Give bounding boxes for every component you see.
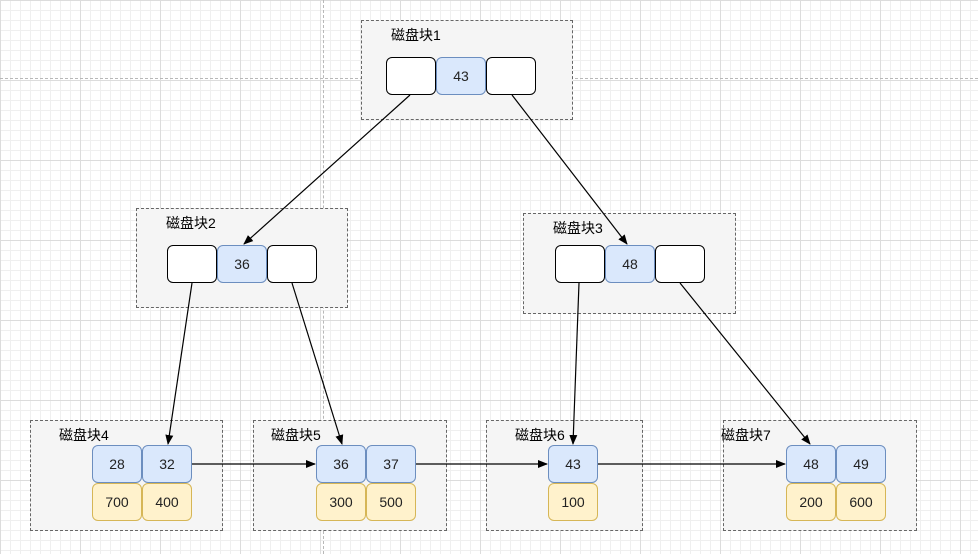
disk-block-1-label: 磁盘块1 [391, 27, 441, 43]
disk-block-4-label: 磁盘块4 [59, 427, 109, 443]
block-3-right-pointer[interactable] [655, 245, 705, 283]
block-4-value-2[interactable]: 400 [142, 483, 192, 521]
block-4-key-1[interactable]: 28 [92, 445, 142, 483]
block-3-key[interactable]: 48 [605, 245, 655, 283]
block-2-right-pointer[interactable] [267, 245, 317, 283]
block-7-value-2[interactable]: 600 [836, 483, 886, 521]
block-5-key-2[interactable]: 37 [366, 445, 416, 483]
block-7-key-1[interactable]: 48 [786, 445, 836, 483]
block-6-key-1[interactable]: 43 [548, 445, 598, 483]
block-2-key[interactable]: 36 [217, 245, 267, 283]
block-4-key-2[interactable]: 32 [142, 445, 192, 483]
disk-block-3-label: 磁盘块3 [553, 220, 603, 236]
disk-block-2-label: 磁盘块2 [166, 215, 216, 231]
block-5-value-2[interactable]: 500 [366, 483, 416, 521]
block-5-key-1[interactable]: 36 [316, 445, 366, 483]
block-3-left-pointer[interactable] [555, 245, 605, 283]
block-2-left-pointer[interactable] [167, 245, 217, 283]
block-7-key-2[interactable]: 49 [836, 445, 886, 483]
disk-block-6-label: 磁盘块6 [515, 427, 565, 443]
block-1-left-pointer[interactable] [386, 57, 436, 95]
block-5-value-1[interactable]: 300 [316, 483, 366, 521]
block-1-key[interactable]: 43 [436, 57, 486, 95]
block-7-value-1[interactable]: 200 [786, 483, 836, 521]
block-6-value-1[interactable]: 100 [548, 483, 598, 521]
disk-block-5-label: 磁盘块5 [271, 427, 321, 443]
disk-block-7-label: 磁盘块7 [721, 427, 771, 443]
block-1-right-pointer[interactable] [486, 57, 536, 95]
block-4-value-1[interactable]: 700 [92, 483, 142, 521]
